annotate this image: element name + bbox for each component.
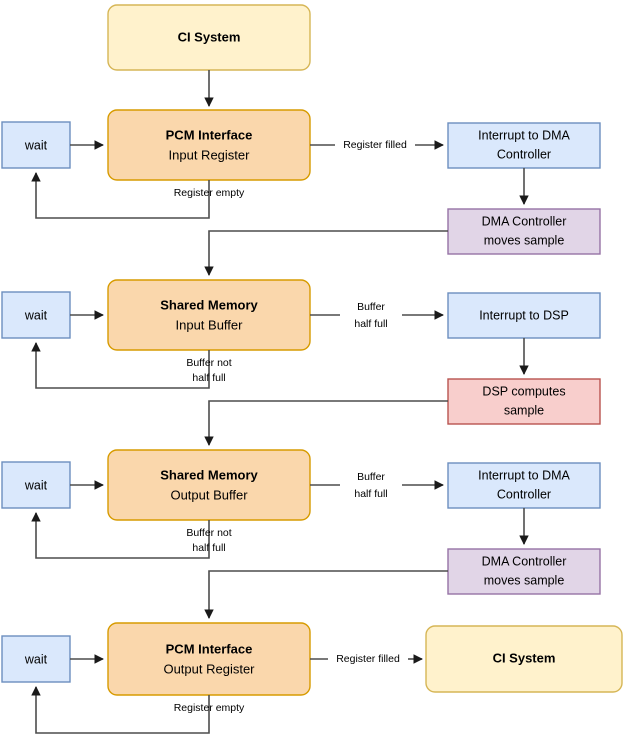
edge-label-buffer-half-full-2-b: half full xyxy=(354,488,387,500)
edge-pcm-output-register-empty-to-wait4 xyxy=(31,686,210,734)
edge-shared-input-not-half-full-to-wait2 xyxy=(31,342,210,389)
node-dsp-computes-line2: sample xyxy=(504,403,544,417)
node-shared-input-title: Shared Memory xyxy=(160,297,258,312)
edge-label-buffer-not-half-full-1-b: half full xyxy=(192,372,225,384)
node-pcm-output-register[interactable]: PCM Interface Output Register xyxy=(107,622,311,696)
node-wait-2[interactable]: wait xyxy=(1,291,71,339)
node-dma-moves-sample-1-line1: DMA Controller xyxy=(482,214,567,228)
edge-label-buffer-not-half-full-1-a: Buffer not xyxy=(186,357,231,369)
node-wait-1[interactable]: wait xyxy=(1,121,71,169)
node-pcm-input-register[interactable]: PCM Interface Input Register xyxy=(107,109,311,181)
node-wait-4-label: wait xyxy=(24,652,48,666)
edge-label-register-filled-2: Register filled xyxy=(336,653,400,665)
node-dsp-computes-sample[interactable]: DSP computes sample xyxy=(447,378,601,425)
edge-label-register-empty-1: Register empty xyxy=(174,187,245,199)
node-pcm-output-subtitle: Output Register xyxy=(163,661,255,676)
node-dma-moves-sample-2[interactable]: DMA Controller moves sample xyxy=(447,548,601,595)
node-shared-output-title: Shared Memory xyxy=(160,467,258,482)
edge-label-buffer-half-full-1-a: Buffer xyxy=(357,301,385,313)
node-interrupt-to-dma-1-line2: Controller xyxy=(497,147,551,161)
edge-dma-moves1-to-shared-input xyxy=(204,230,448,276)
edge-pcm1-register-empty-to-wait1 xyxy=(31,172,210,219)
edge-shared-output-not-half-full-to-wait3 xyxy=(31,512,210,559)
node-shared-memory-input-buffer[interactable]: Shared Memory Input Buffer xyxy=(107,279,311,351)
edge-label-buffer-half-full-1-b: half full xyxy=(354,318,387,330)
node-pcm-output-title: PCM Interface xyxy=(166,641,253,656)
edge-label-register-filled-1: Register filled xyxy=(343,139,407,151)
edge-label-register-empty-2: Register empty xyxy=(174,702,245,714)
node-shared-input-subtitle: Input Buffer xyxy=(176,317,244,332)
node-ci-system-bottom-label: CI System xyxy=(493,650,556,665)
node-wait-3-label: wait xyxy=(24,478,48,492)
node-dma-moves-sample-1[interactable]: DMA Controller moves sample xyxy=(447,208,601,255)
node-interrupt-to-dma-1[interactable]: Interrupt to DMA Controller xyxy=(447,122,601,169)
node-ci-system-top-label: CI System xyxy=(178,29,241,44)
node-shared-output-subtitle: Output Buffer xyxy=(170,487,248,502)
node-pcm-input-subtitle: Input Register xyxy=(169,147,251,162)
node-dma-moves-sample-2-line2: moves sample xyxy=(484,573,565,587)
node-wait-4[interactable]: wait xyxy=(1,635,71,683)
node-pcm-input-title: PCM Interface xyxy=(166,127,253,142)
node-wait-2-label: wait xyxy=(24,308,48,322)
edge-label-buffer-half-full-2-a: Buffer xyxy=(357,471,385,483)
node-interrupt-to-dma-1-line1: Interrupt to DMA xyxy=(478,128,570,142)
node-interrupt-to-dsp[interactable]: Interrupt to DSP xyxy=(447,292,601,339)
edge-label-buffer-not-half-full-2-b: half full xyxy=(192,542,225,554)
node-interrupt-to-dma-2-line1: Interrupt to DMA xyxy=(478,468,570,482)
node-wait-3[interactable]: wait xyxy=(1,461,71,509)
node-interrupt-to-dma-2[interactable]: Interrupt to DMA Controller xyxy=(447,462,601,509)
edge-dma-moves2-to-pcm-output xyxy=(204,570,448,619)
node-shared-memory-output-buffer[interactable]: Shared Memory Output Buffer xyxy=(107,449,311,521)
node-dma-moves-sample-1-line2: moves sample xyxy=(484,233,565,247)
node-interrupt-to-dsp-line1: Interrupt to DSP xyxy=(479,308,569,322)
node-dma-moves-sample-2-line1: DMA Controller xyxy=(482,554,567,568)
node-ci-system-top[interactable]: CI System xyxy=(107,4,311,71)
node-wait-1-label: wait xyxy=(24,138,48,152)
edge-label-buffer-not-half-full-2-a: Buffer not xyxy=(186,527,231,539)
node-ci-system-bottom[interactable]: CI System xyxy=(425,625,623,693)
edge-dsp-computes-to-shared-output xyxy=(204,400,448,446)
node-interrupt-to-dma-2-line2: Controller xyxy=(497,487,551,501)
node-dsp-computes-line1: DSP computes xyxy=(482,384,565,398)
